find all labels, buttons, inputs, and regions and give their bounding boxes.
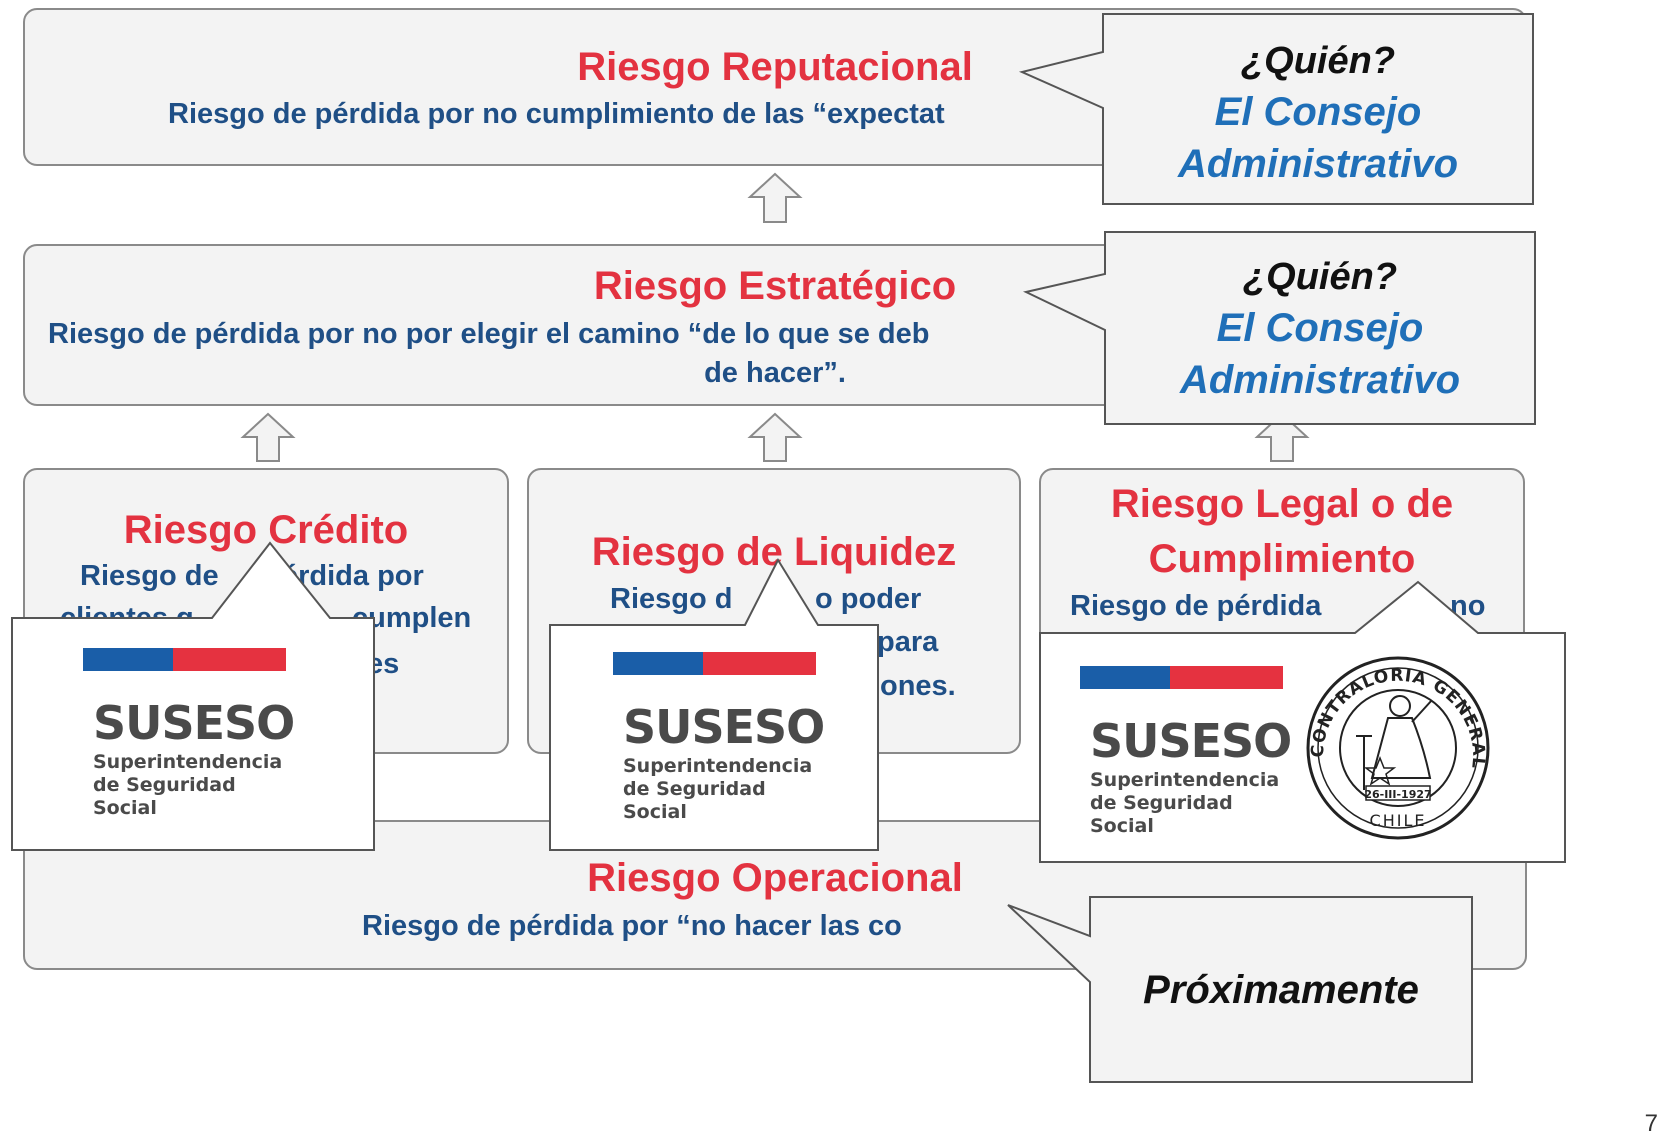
callout-estrategico-answer-line2: Administrativo <box>1179 358 1461 402</box>
callout-estrategico-bubble <box>1022 231 1536 425</box>
riesgo-liquidez-desc-line1b: o poder <box>815 583 922 615</box>
callout-estrategico-answer-line1: El Consejo <box>1216 306 1424 350</box>
riesgo-estrategico-desc-line2: de hacer”. <box>704 357 846 389</box>
suseso-logo: SUSESO Superintendencia de Seguridad Soc… <box>1080 666 1292 842</box>
riesgo-liquidez-desc-line1a: Riesgo d <box>610 583 733 615</box>
callout-estrategico-question: ¿Quién? <box>1242 256 1398 298</box>
arrow-up-icon <box>747 412 803 462</box>
suseso-logo-line2: de Seguridad <box>1090 792 1233 814</box>
riesgo-estrategico-desc-line1: Riesgo de pérdida por no por elegir el c… <box>48 318 930 350</box>
suseso-logo-line1: Superintendencia <box>1090 769 1280 791</box>
arrow-up-icon <box>240 412 296 462</box>
riesgo-operacional-desc: Riesgo de pérdida por “no hacer las co <box>362 910 902 942</box>
page-number: 7 <box>1644 1110 1658 1137</box>
callout-credito-logo-bubble <box>11 541 375 851</box>
contraloria-seal-ring-text: CONTRALORIA GENERAL DE LA REPUBLICA <box>0 0 1487 770</box>
suseso-logo-line3: Social <box>93 797 157 819</box>
callout-reputacional-answer-line2: Administrativo <box>1177 142 1459 186</box>
suseso-logo-name: SUSESO <box>93 696 295 750</box>
contraloria-seal-country: CHILE <box>1370 811 1427 830</box>
arrow-up-icon <box>1254 412 1310 462</box>
callout-reputacional-answer-line1: El Consejo <box>1214 90 1422 134</box>
riesgo-credito-title: Riesgo Crédito <box>123 508 409 552</box>
riesgo-liquidez-desc-line2: para <box>877 626 939 658</box>
arrow-up-icon <box>747 172 803 223</box>
suseso-logo: SUSESO Superintendencia de Seguridad Soc… <box>83 648 295 824</box>
suseso-logo-line3: Social <box>623 801 687 823</box>
contraloria-seal-icon <box>1306 656 1490 840</box>
riesgo-legal-title-line2: Cumplimiento <box>1148 537 1416 581</box>
callout-reputacional-bubble <box>1018 13 1534 205</box>
riesgo-reputacional-title: Riesgo Reputacional <box>577 45 973 89</box>
riesgo-legal-title-line1: Riesgo Legal o de <box>1110 482 1454 526</box>
riesgo-credito-desc-line1a: Riesgo de <box>80 560 219 592</box>
contraloria-seal-date: 26-III-1927 <box>1364 788 1431 801</box>
riesgo-liquidez-desc-line3: ones. <box>880 670 956 702</box>
suseso-logo: SUSESO Superintendencia de Seguridad Soc… <box>613 652 825 828</box>
callout-operacional-text: Próximamente <box>1143 968 1419 1012</box>
svg-text:CONTRALORIA GENERAL DE LA REPU: CONTRALORIA GENERAL DE LA REPUBLICA <box>0 0 1487 770</box>
suseso-logo-line2: de Seguridad <box>93 774 236 796</box>
riesgo-legal-desc-a: Riesgo de pérdida <box>1070 590 1322 622</box>
riesgo-operacional-title: Riesgo Operacional <box>587 856 963 900</box>
riesgo-estrategico-title: Riesgo Estratégico <box>593 264 957 308</box>
callout-liquidez-logo-bubble <box>549 557 879 851</box>
callout-operacional-bubble <box>1007 896 1473 1083</box>
callout-reputacional-question: ¿Quién? <box>1240 40 1396 82</box>
suseso-logo-line1: Superintendencia <box>623 755 813 777</box>
suseso-logo-line3: Social <box>1090 815 1154 837</box>
suseso-logo-name: SUSESO <box>623 700 825 754</box>
riesgo-reputacional-desc: Riesgo de pérdida por no cumplimiento de… <box>168 98 945 130</box>
suseso-logo-name: SUSESO <box>1090 714 1292 768</box>
suseso-logo-line2: de Seguridad <box>623 778 766 800</box>
suseso-logo-line1: Superintendencia <box>93 751 283 773</box>
